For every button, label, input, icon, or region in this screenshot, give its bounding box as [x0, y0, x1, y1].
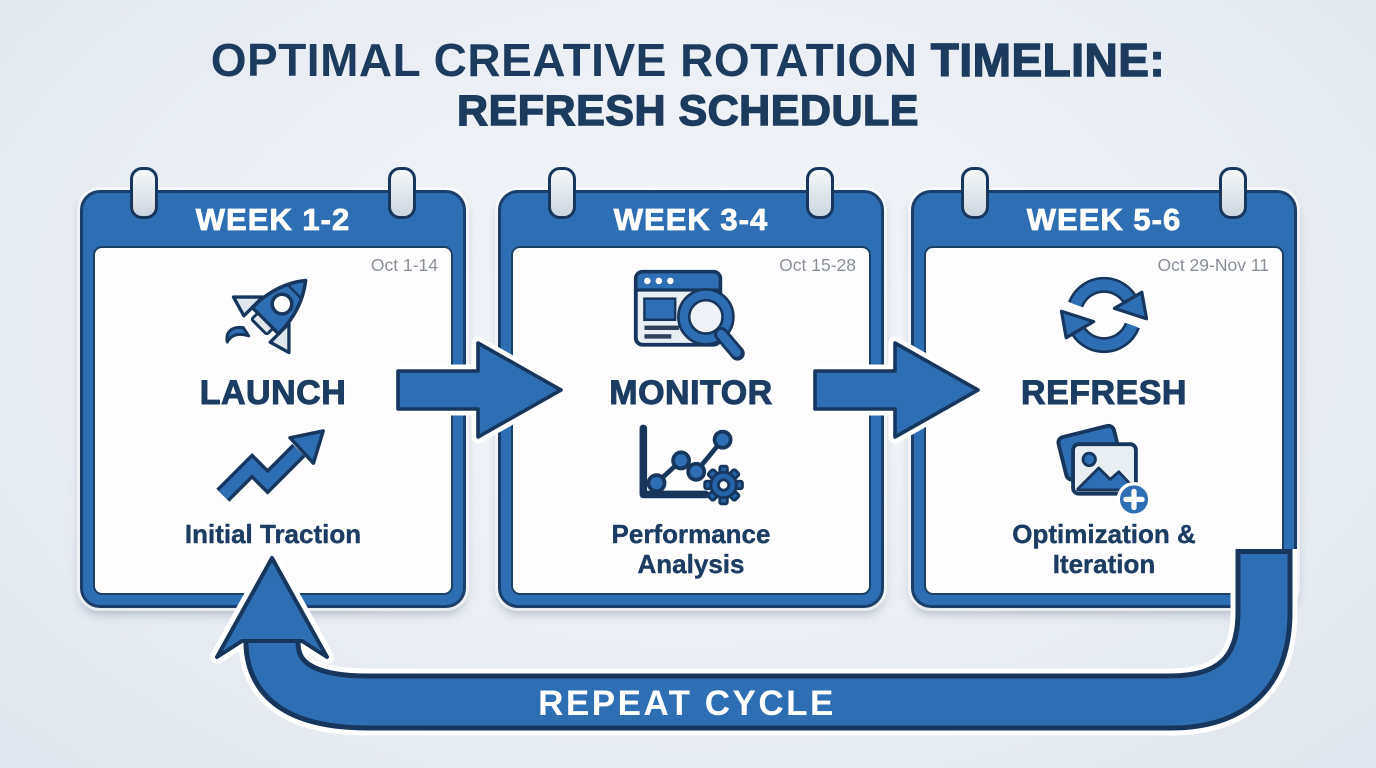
date-range: Oct 1-14 — [370, 255, 438, 275]
calendar-ring-icon — [1219, 167, 1247, 219]
calendar-card-week-1-2: WEEK 1-2 Oct 1-14 LAUNCH — [80, 167, 466, 608]
calendar-ring-icon — [388, 167, 416, 219]
card-week-header: WEEK 5-6 — [1026, 202, 1182, 238]
browser-search-icon — [631, 265, 751, 365]
title-line-2: REFRESH SCHEDULE — [456, 87, 919, 136]
date-range: Oct 29-Nov 11 — [1157, 255, 1269, 275]
card-body: Oct 15-28 MONITOR — [511, 246, 871, 595]
page-title: OPTIMAL CREATIVE ROTATION TIMELINE: REFR… — [0, 33, 1376, 137]
phase-label: MONITOR — [609, 374, 773, 413]
chart-gear-icon — [632, 424, 750, 512]
card-week-header: WEEK 3-4 — [613, 202, 769, 238]
refresh-cycle-icon — [1052, 265, 1156, 365]
calendar-ring-icon — [806, 167, 834, 219]
phase-label: REFRESH — [1021, 374, 1187, 413]
repeat-cycle-label: REPEAT CYCLE — [538, 684, 836, 723]
card-body: Oct 1-14 LAUNCH — [93, 246, 453, 595]
rocket-icon — [219, 265, 327, 365]
calendar-ring-icon — [130, 167, 158, 219]
card-week-header: WEEK 1-2 — [195, 202, 351, 238]
title-line1-bold: TIMELINE: — [930, 33, 1166, 86]
phase-sublabel: Performance Analysis — [611, 519, 771, 580]
date-range: Oct 15-28 — [779, 255, 856, 275]
calendar-card-week-5-6: WEEK 5-6 Oct 29-Nov 11 REFRESH — [911, 167, 1297, 608]
title-line-1: OPTIMAL CREATIVE ROTATION TIMELINE: — [0, 33, 1376, 87]
phase-sublabel: Optimization & Iteration — [1012, 519, 1196, 580]
calendar-ring-icon — [548, 167, 576, 219]
phase-sublabel: Initial Traction — [184, 519, 362, 549]
card-body: Oct 29-Nov 11 REFRESH — [924, 246, 1284, 595]
trending-up-icon — [216, 424, 329, 512]
calendar-card-week-3-4: WEEK 3-4 Oct 15-28 — [498, 167, 884, 608]
phase-label: LAUNCH — [199, 374, 347, 413]
images-plus-icon — [1054, 423, 1154, 517]
calendar-ring-icon — [961, 167, 989, 219]
title-line1-regular: OPTIMAL CREATIVE ROTATION — [210, 34, 918, 86]
